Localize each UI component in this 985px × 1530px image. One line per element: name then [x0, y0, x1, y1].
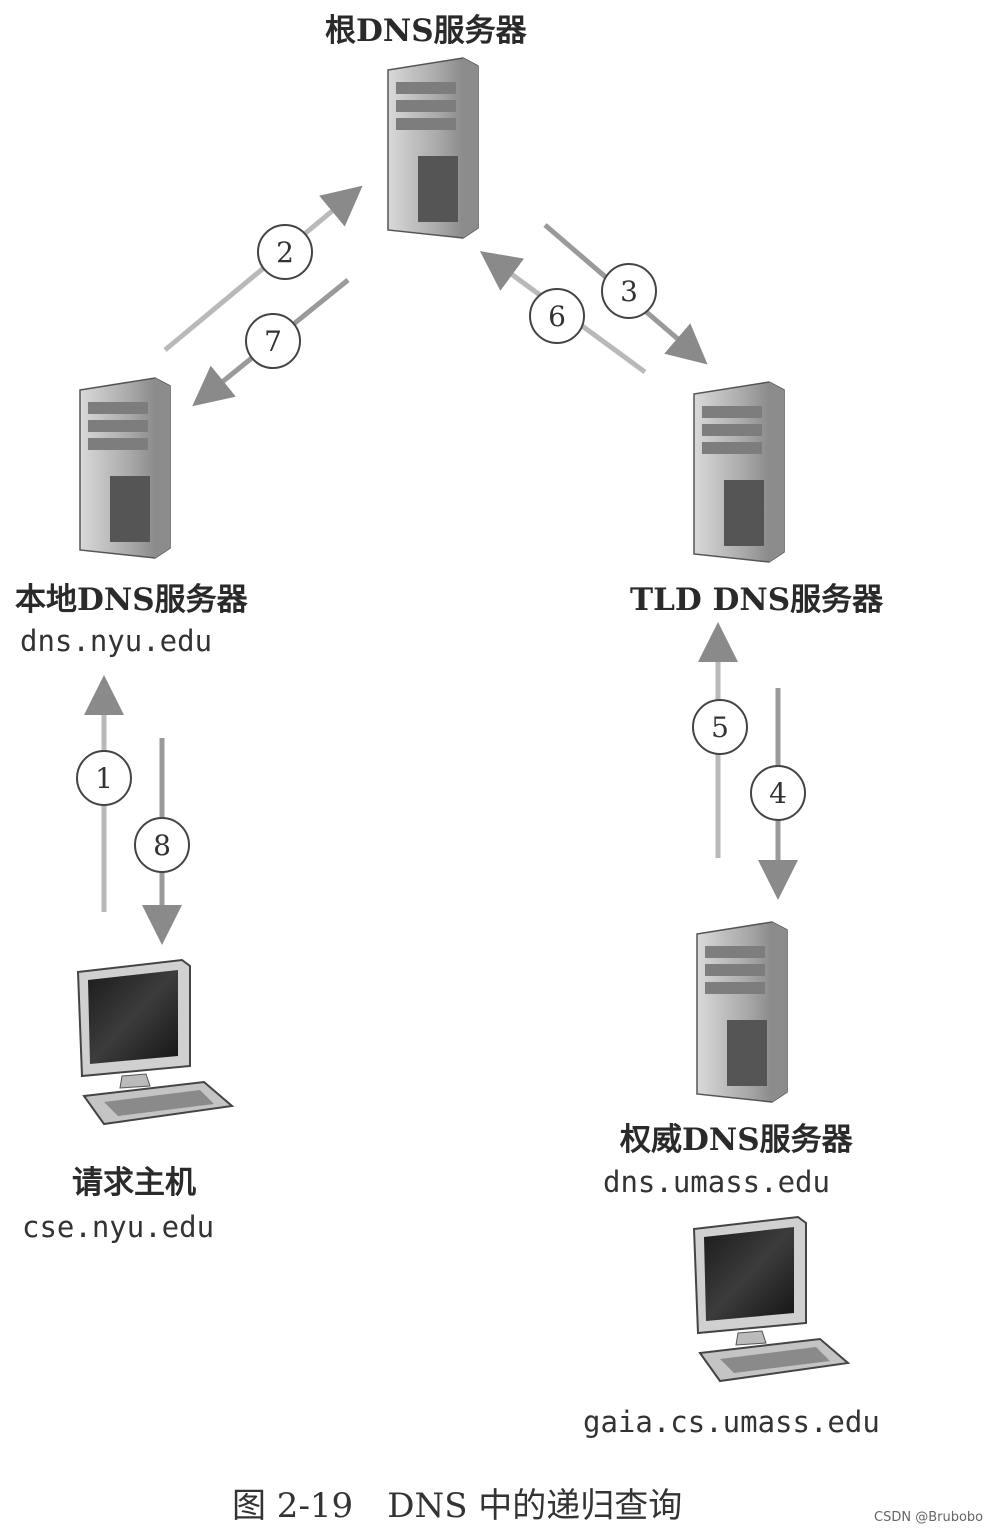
step-5-number: 5: [711, 711, 729, 744]
root-server-label: 根DNS服务器: [325, 13, 527, 49]
step-2-number: 2: [276, 236, 294, 269]
step-1-number: 1: [95, 762, 113, 795]
target-host-computer-icon: [692, 1215, 851, 1383]
local-dns-server-icon: [79, 377, 171, 559]
root-server-icon: [387, 57, 479, 239]
step-7-number: 7: [264, 325, 282, 358]
step-6-marker: 6: [529, 288, 585, 344]
requesting-host-hostname: cse.nyu.edu: [22, 1210, 215, 1244]
step-2-marker: 2: [257, 224, 313, 280]
step-6-number: 6: [548, 300, 566, 333]
requesting-host-computer-icon: [76, 958, 235, 1126]
step-8-marker: 8: [134, 817, 190, 873]
auth-server-label: 权威DNS服务器: [620, 1122, 853, 1158]
authoritative-dns-server-icon: [696, 921, 788, 1103]
arrow-step-2: [163, 185, 363, 352]
step-4-number: 4: [769, 777, 787, 810]
watermark: CSDN @Brubobo: [874, 1510, 984, 1525]
target-host-hostname: gaia.cs.umass.edu: [583, 1405, 880, 1439]
step-1-marker: 1: [76, 750, 132, 806]
step-5-marker: 5: [692, 699, 748, 755]
step-3-marker: 3: [601, 263, 657, 319]
requesting-host-label: 请求主机: [72, 1165, 196, 1201]
tld-server-label: TLD DNS服务器: [630, 582, 884, 618]
step-8-number: 8: [153, 829, 171, 862]
step-3-number: 3: [620, 275, 638, 308]
tld-dns-server-icon: [693, 381, 785, 563]
auth-server-hostname: dns.umass.edu: [603, 1165, 830, 1199]
local-server-label: 本地DNS服务器: [15, 582, 248, 618]
step-4-marker: 4: [750, 765, 806, 821]
local-server-hostname: dns.nyu.edu: [20, 624, 213, 658]
step-7-marker: 7: [245, 313, 301, 369]
figure-caption: 图 2-19 DNS 中的递归查询: [232, 1486, 683, 1526]
